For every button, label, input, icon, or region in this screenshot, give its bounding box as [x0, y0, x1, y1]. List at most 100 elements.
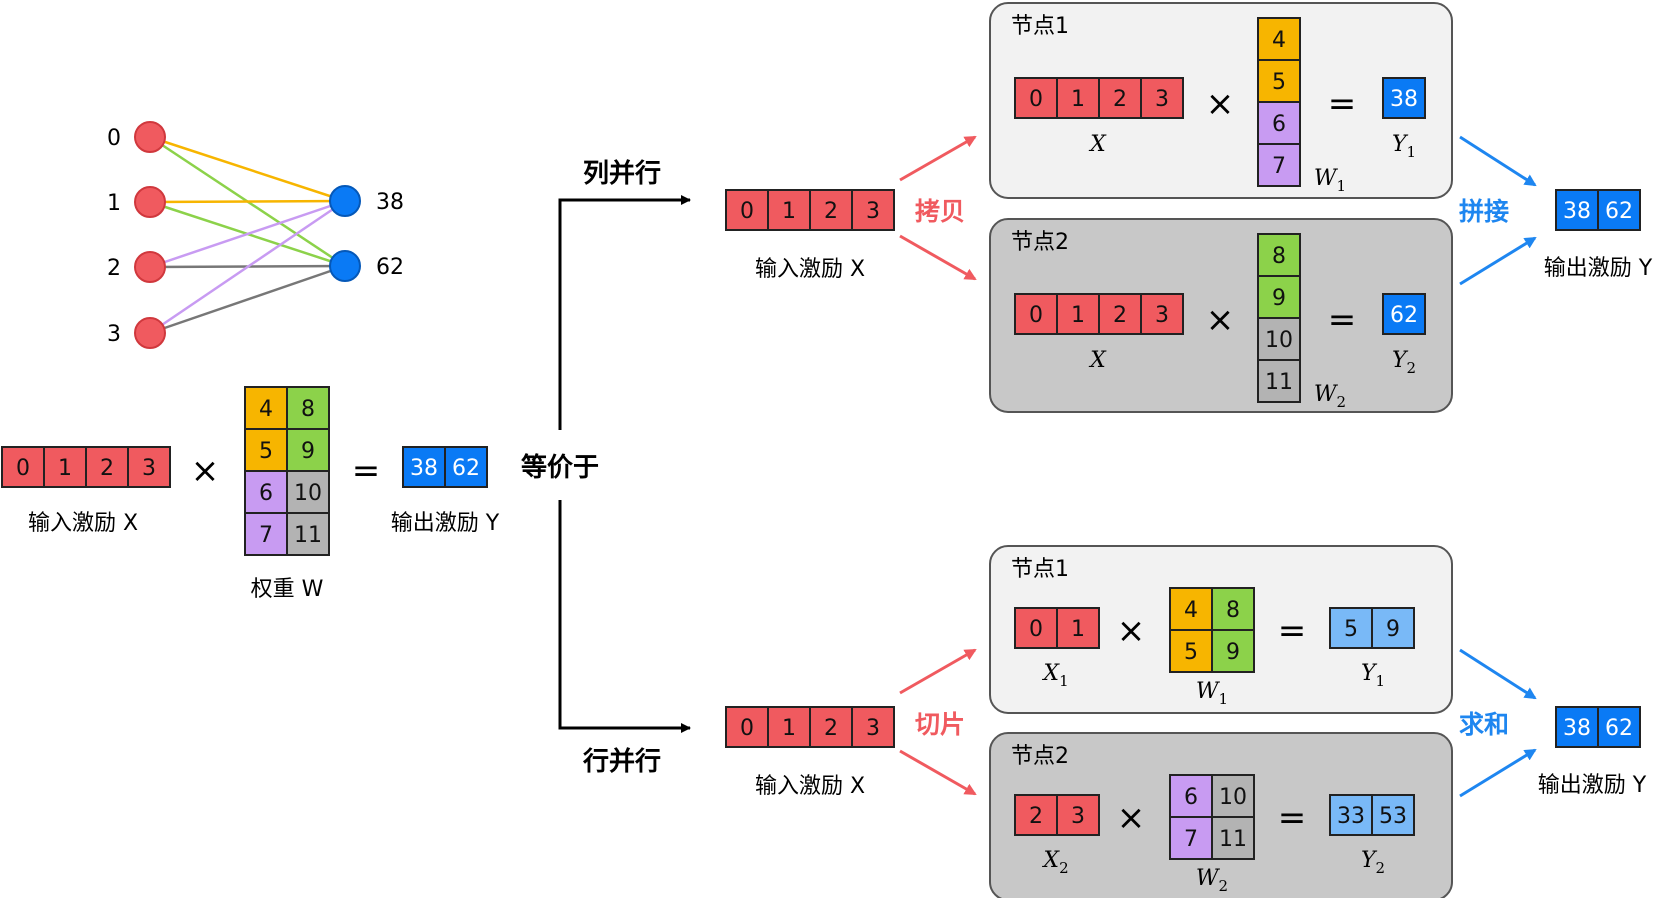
col-node1-x-cell-2-box — [1098, 77, 1142, 119]
col-output-cell-1: 62 — [1605, 199, 1633, 224]
col-input-cell-0-box — [725, 189, 769, 231]
row-input-cell-0-box — [725, 706, 769, 748]
main-w-cell-3-0: 7 — [259, 523, 273, 548]
col-input-cell-2: 2 — [824, 199, 838, 224]
row-node1-w-cell-0-0-box — [1169, 587, 1213, 631]
main-w-cell-3-1-box — [286, 512, 330, 556]
row-input-cell-2: 2 — [824, 716, 838, 741]
copy-label: 拷贝 — [915, 197, 965, 226]
col-node1-w-cell-1-box — [1257, 59, 1301, 103]
col-input-cell-3: 3 — [866, 199, 880, 224]
row-node1-w-cell-0-1: 8 — [1226, 598, 1240, 623]
row-node1-w-cell-1-0-box — [1169, 629, 1213, 673]
main-y-cell-0: 38 — [410, 456, 438, 481]
input-neuron-label-1: 1 — [107, 191, 121, 216]
row-output-cell-0-box — [1555, 706, 1599, 748]
row-node2-x-cell-1-box — [1056, 794, 1100, 836]
equivalent-label: 等价于 — [521, 452, 599, 483]
main-y-label: 输出激励 Y — [391, 511, 500, 536]
col-node1-w-cell-2-box — [1257, 101, 1301, 145]
input-neuron-2 — [134, 251, 166, 283]
row-node2-equals: = — [1278, 798, 1307, 838]
main-x-cell-3-box — [127, 446, 171, 488]
concat-label: 拼接 — [1459, 197, 1509, 226]
main-w-cell-3-1: 11 — [294, 523, 322, 548]
col-node1-w-cell-2: 6 — [1272, 112, 1286, 137]
col-node1-w-cell-3: 7 — [1272, 154, 1286, 179]
col-node1-x-label: X — [1088, 132, 1107, 157]
main-y-cell-1-box — [444, 446, 488, 488]
row-node2-w-cell-1-1-box — [1211, 816, 1255, 860]
col-node2-y-cell-0: 62 — [1390, 303, 1418, 328]
row-node1-equals: = — [1278, 611, 1307, 651]
main-w-cell-2-1: 10 — [294, 481, 322, 506]
output-neuron-label-0: 38 — [376, 190, 404, 215]
col-node2-x-cell-2: 2 — [1113, 303, 1127, 328]
main-w-cell-1-1-box — [286, 428, 330, 472]
col-node2-x-cell-1: 1 — [1071, 303, 1085, 328]
row-node1-w-cell-1-0: 5 — [1184, 640, 1198, 665]
row-node2-w-cell-0-1: 10 — [1219, 785, 1247, 810]
col-node2-w-cell-1-box — [1257, 275, 1301, 319]
row-node2-w-cell-1-1: 11 — [1219, 827, 1247, 852]
input-neuron-3 — [134, 317, 166, 349]
col-output-cell-1-box — [1597, 189, 1641, 231]
network-edges — [149, 135, 346, 335]
main-times: × — [191, 451, 220, 491]
col-input-cell-3-box — [851, 189, 895, 231]
row-node2-y-cell-0-box — [1329, 794, 1373, 836]
column-parallel-title: 列并行 — [583, 158, 661, 189]
col-node1-x-cell-0-box — [1014, 77, 1058, 119]
output-neuron-label-1: 62 — [376, 255, 404, 280]
sum-label: 求和 — [1459, 710, 1509, 739]
main-w-cell-0-1: 8 — [301, 397, 315, 422]
col-node2-box — [989, 218, 1453, 413]
main-w-cell-1-1: 9 — [301, 439, 315, 464]
row-input-cell-2-box — [809, 706, 853, 748]
main-x-cell-3: 3 — [142, 456, 156, 481]
col-node2-w-cell-0: 8 — [1272, 244, 1286, 269]
col-node1-equals: = — [1328, 84, 1357, 124]
row-output-label: 输出激励 Y — [1538, 773, 1647, 798]
main-w-cell-3-0-box — [244, 512, 288, 556]
row-node2-w-cell-1-0: 7 — [1184, 827, 1198, 852]
main-x-label: 输入激励 X — [28, 511, 138, 536]
main-x-cell-0: 0 — [16, 456, 30, 481]
col-node2-x-label: X — [1088, 348, 1107, 373]
main-w-cell-2-0: 6 — [259, 481, 273, 506]
col-node1-y-cell-0: 38 — [1390, 87, 1418, 112]
main-w-cell-0-0-box — [244, 386, 288, 430]
col-node2-w-cell-1: 9 — [1272, 286, 1286, 311]
row-node1-y-cell-0-box — [1329, 607, 1373, 649]
main-w-label: 权重 W — [251, 577, 324, 602]
row-node2-x-cell-1: 3 — [1071, 804, 1085, 829]
row-node2-x-cell-0-box — [1014, 794, 1058, 836]
row-node1-y-cell-1: 9 — [1386, 617, 1400, 642]
row-node1-x-cell-1: 1 — [1071, 617, 1085, 642]
slice-label: 切片 — [915, 710, 965, 739]
row-output-cell-1-box — [1597, 706, 1641, 748]
row-node1-x-cell-0: 0 — [1029, 617, 1043, 642]
col-node1-x-cell-0: 0 — [1029, 87, 1043, 112]
row-node1-w-cell-0-1-box — [1211, 587, 1255, 631]
row-node1-title: 节点1 — [1011, 557, 1069, 582]
col-node1-title: 节点1 — [1011, 14, 1069, 39]
col-node2-w-cell-2-box — [1257, 317, 1301, 361]
col-node1-y-cell-0-box — [1382, 77, 1426, 119]
col-input-label: 输入激励 X — [755, 257, 865, 282]
row-node1-w-cell-0-0: 4 — [1184, 598, 1198, 623]
row-input-cell-1: 1 — [782, 716, 796, 741]
row-node2-w-cell-0-0: 6 — [1184, 785, 1198, 810]
row-input-cell-1-box — [767, 706, 811, 748]
col-node2-x-cell-3: 3 — [1155, 303, 1169, 328]
input-neuron-label-2: 2 — [107, 256, 121, 281]
col-input-cell-1: 1 — [782, 199, 796, 224]
output-neuron-1 — [329, 250, 361, 282]
row-node1-times: × — [1117, 611, 1146, 651]
input-neuron-0 — [134, 121, 166, 153]
col-node2-w-cell-3: 11 — [1265, 370, 1293, 395]
